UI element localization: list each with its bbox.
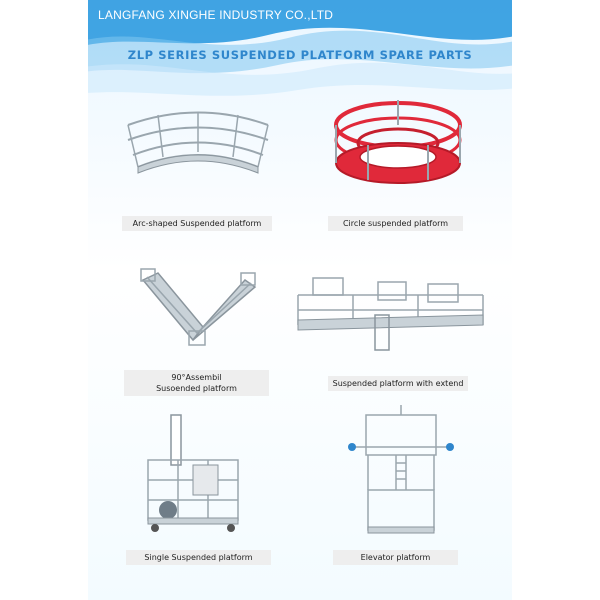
company-name: LANGFANG XINGHE INDUSTRY CO.,LTD [98,8,334,22]
arc-platform-image [127,111,269,174]
ninety-degree-platform-image [140,268,257,346]
single-platform-image [147,414,239,532]
label-ninety-degree-platform: 90°Assembil Susoended platform [124,370,269,396]
extend-platform-image [297,277,484,351]
label-elevator-platform: Elevator platform [333,550,458,565]
circle-platform-image [334,100,462,184]
header-wave-decoration [88,0,512,96]
catalog-page: LANGFANG XINGHE INDUSTRY CO.,LTD ZLP SER… [88,0,512,600]
label-ninety-line2: Susoended platform [156,384,237,393]
page-title: ZLP SERIES SUSPENDED PLATFORM SPARE PART… [127,48,473,62]
elevator-platform-image [348,405,454,534]
label-arc-platform: Arc-shaped Suspended platform [122,216,272,231]
label-ninety-line1: 90°Assembil [171,373,222,382]
label-extend-platform: Suspended platform with extend [328,376,468,391]
label-single-platform: Single Suspended platform [126,550,271,565]
label-circle-platform: Circle suspended platform [328,216,463,231]
